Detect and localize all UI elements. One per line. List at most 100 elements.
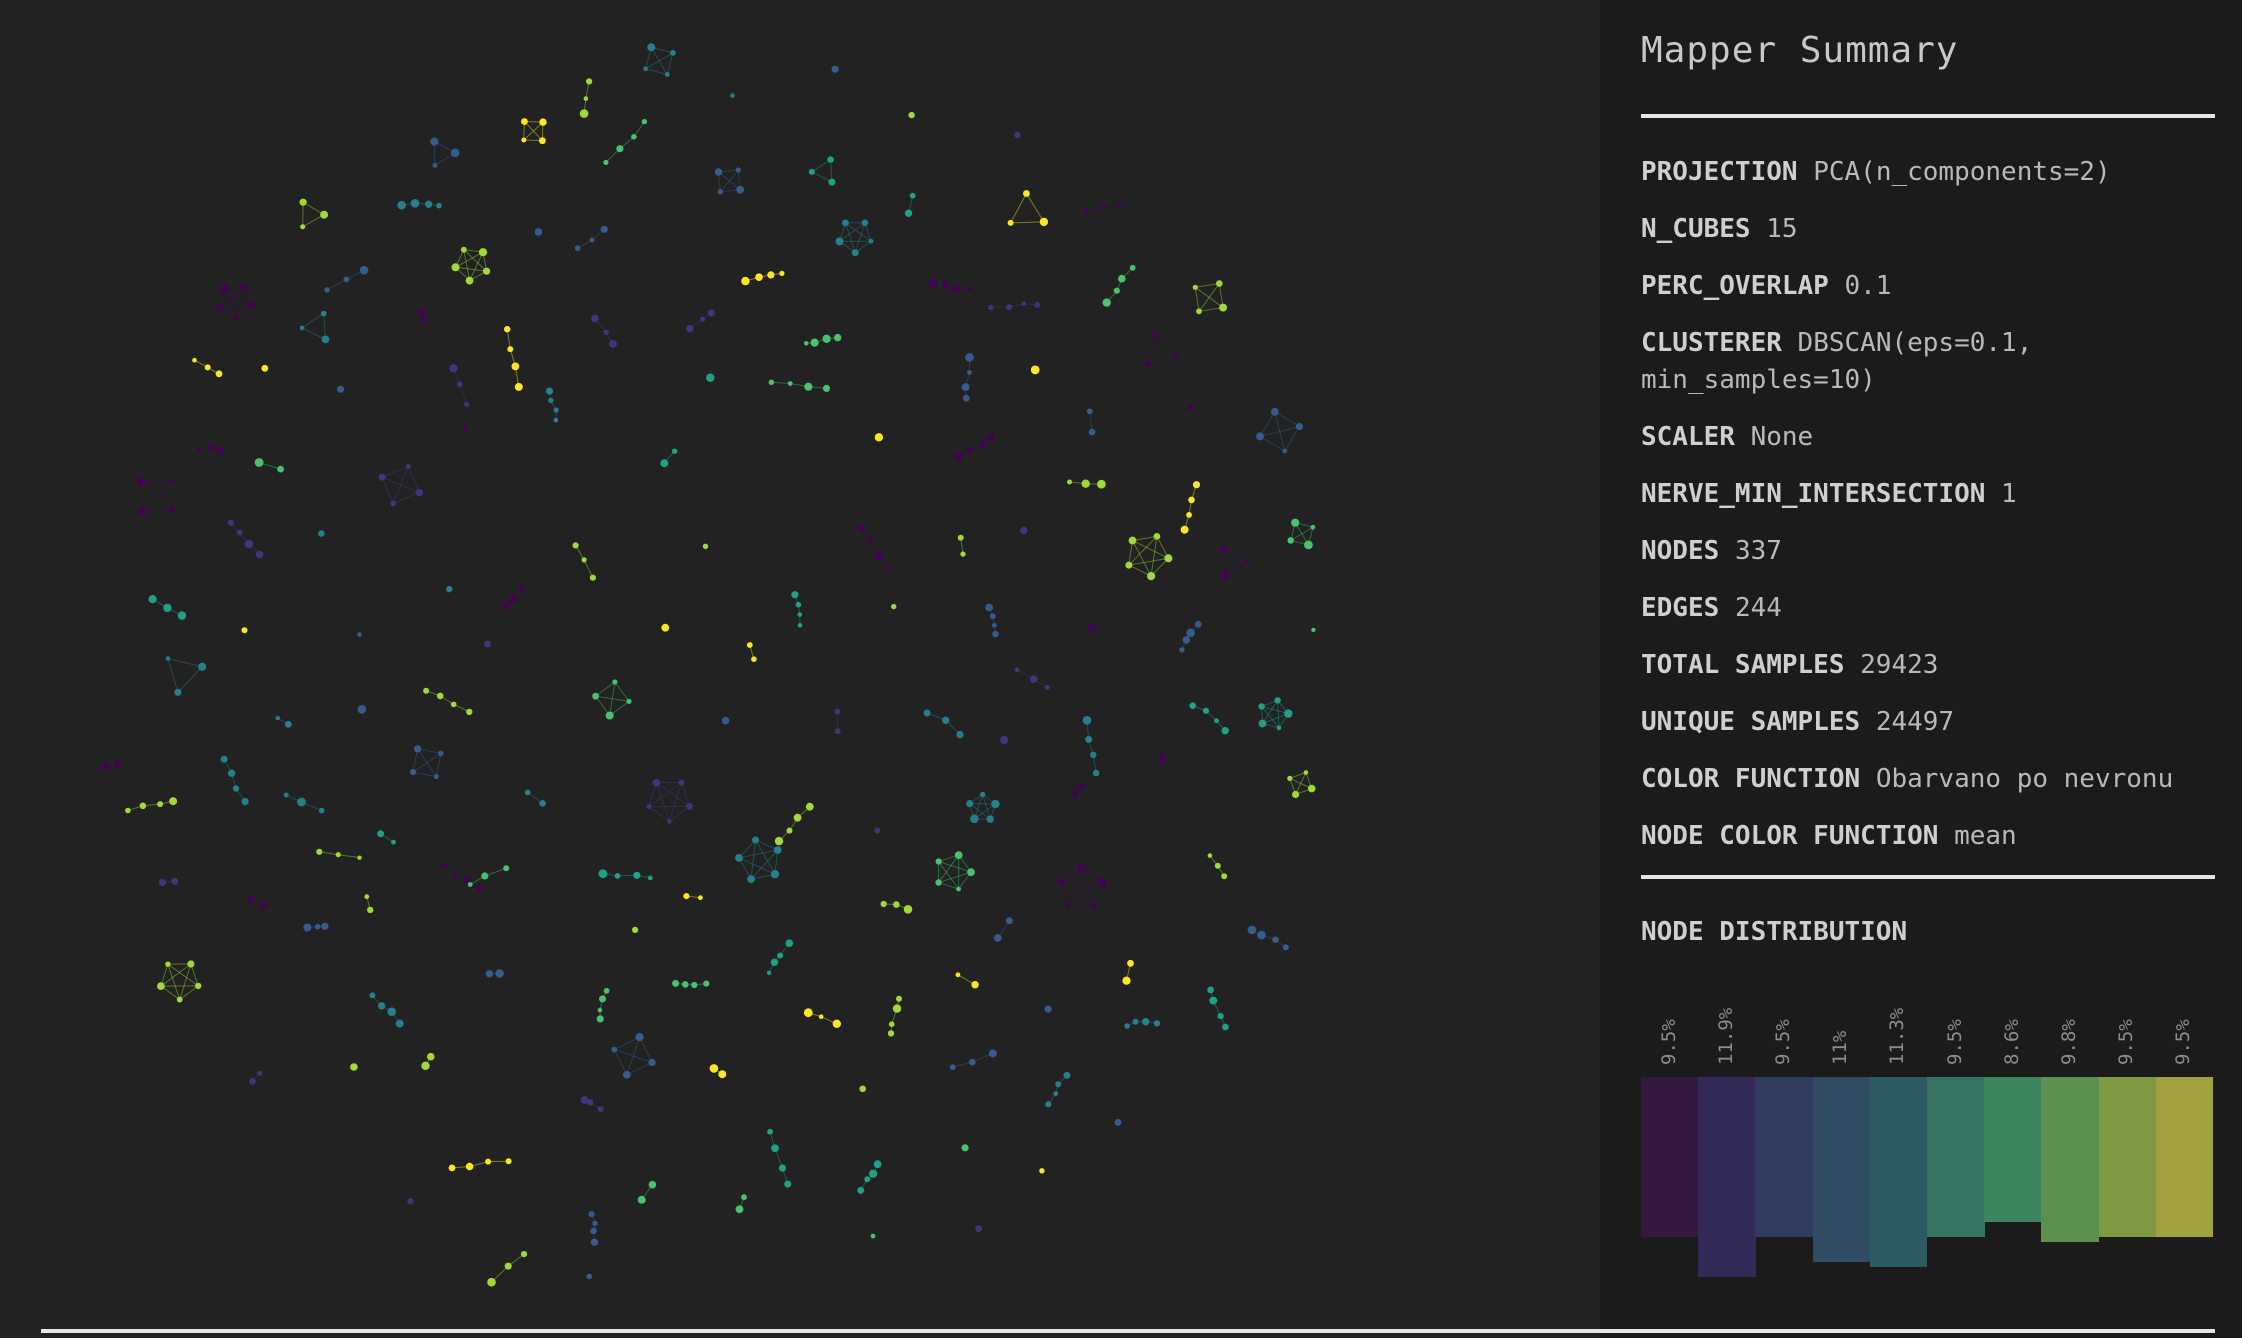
graph-node[interactable] — [502, 602, 510, 610]
graph-node[interactable] — [942, 282, 950, 290]
graph-node[interactable] — [244, 539, 254, 549]
graph-node[interactable] — [1030, 365, 1040, 375]
graph-node[interactable] — [1220, 546, 1228, 553]
graph-node[interactable] — [436, 692, 444, 700]
graph-node[interactable] — [703, 980, 710, 987]
graph-node[interactable] — [1092, 769, 1100, 777]
graph-node[interactable] — [406, 464, 411, 469]
graph-node[interactable] — [1000, 735, 1009, 745]
graph-node[interactable] — [545, 387, 554, 395]
graph-node[interactable] — [700, 316, 706, 322]
graph-node[interactable] — [664, 72, 670, 77]
graph-node[interactable] — [714, 168, 723, 176]
graph-node[interactable] — [777, 952, 784, 959]
graph-node[interactable] — [1044, 1005, 1052, 1013]
graph-node[interactable] — [1258, 703, 1265, 710]
graph-node[interactable] — [1098, 878, 1107, 887]
graph-node[interactable] — [246, 896, 255, 904]
graph-node[interactable] — [637, 1195, 646, 1204]
graph-node[interactable] — [1310, 524, 1316, 530]
graph-node[interactable] — [460, 246, 467, 253]
graph-node[interactable] — [1192, 284, 1198, 290]
graph-node[interactable] — [768, 379, 775, 386]
graph-node[interactable] — [808, 168, 815, 175]
graph-node[interactable] — [314, 923, 321, 930]
graph-node[interactable] — [866, 537, 873, 543]
graph-node[interactable] — [791, 591, 799, 599]
graph-node[interactable] — [1272, 936, 1279, 943]
graph-node[interactable] — [797, 623, 803, 628]
graph-node[interactable] — [828, 178, 836, 186]
graph-node[interactable] — [539, 137, 546, 145]
graph-node[interactable] — [446, 585, 453, 593]
graph-node[interactable] — [1081, 479, 1090, 488]
graph-node[interactable] — [962, 394, 970, 402]
graph-node[interactable] — [622, 1070, 631, 1079]
graph-node[interactable] — [241, 798, 249, 806]
graph-node[interactable] — [255, 550, 264, 559]
graph-node[interactable] — [364, 894, 370, 900]
graph-node[interactable] — [603, 329, 609, 336]
graph-node[interactable] — [227, 769, 236, 777]
graph-node[interactable] — [1287, 537, 1294, 544]
graph-node[interactable] — [741, 276, 750, 286]
graph-node[interactable] — [511, 362, 520, 371]
graph-node[interactable] — [300, 224, 306, 230]
graph-node[interactable] — [970, 814, 979, 824]
graph-node[interactable] — [987, 434, 995, 442]
graph-node[interactable] — [736, 185, 745, 194]
graph-node[interactable] — [1186, 512, 1192, 518]
graph-node[interactable] — [204, 364, 211, 371]
graph-node[interactable] — [1023, 190, 1030, 197]
graph-node[interactable] — [1192, 481, 1201, 489]
graph-node[interactable] — [495, 969, 504, 978]
graph-node[interactable] — [1221, 571, 1230, 580]
graph-node[interactable] — [101, 763, 109, 771]
graph-node[interactable] — [1214, 718, 1219, 724]
graph-node[interactable] — [503, 865, 510, 872]
graph-node[interactable] — [643, 66, 648, 72]
graph-node[interactable] — [702, 543, 709, 549]
graph-node[interactable] — [1117, 202, 1122, 208]
graph-node[interactable] — [1147, 572, 1156, 581]
graph-node[interactable] — [176, 996, 183, 1003]
graph-node[interactable] — [357, 705, 367, 714]
graph-node[interactable] — [942, 716, 950, 724]
graph-node[interactable] — [1216, 280, 1223, 287]
graph-node[interactable] — [417, 308, 426, 316]
graph-node[interactable] — [387, 1007, 397, 1016]
graph-node[interactable] — [518, 586, 525, 593]
graph-node[interactable] — [1124, 1023, 1130, 1029]
graph-node[interactable] — [316, 848, 323, 855]
graph-node[interactable] — [1014, 131, 1021, 139]
graph-node[interactable] — [1083, 209, 1089, 215]
graph-node[interactable] — [425, 200, 433, 208]
graph-node[interactable] — [770, 870, 780, 879]
graph-node[interactable] — [466, 708, 473, 716]
graph-node[interactable] — [810, 338, 819, 347]
graph-node[interactable] — [534, 228, 543, 236]
graph-node[interactable] — [1187, 404, 1195, 411]
graph-node[interactable] — [586, 1099, 594, 1106]
graph-node[interactable] — [248, 301, 256, 310]
graph-node[interactable] — [648, 1058, 656, 1066]
graph-node[interactable] — [449, 364, 458, 373]
graph-node[interactable] — [1207, 853, 1213, 858]
graph-node[interactable] — [1044, 685, 1050, 690]
graph-node[interactable] — [377, 1002, 386, 1010]
graph-node[interactable] — [834, 708, 841, 715]
graph-node[interactable] — [774, 836, 784, 846]
graph-node[interactable] — [421, 1061, 430, 1071]
graph-node[interactable] — [357, 632, 362, 637]
graph-node[interactable] — [1214, 862, 1221, 869]
graph-node[interactable] — [448, 1164, 456, 1172]
graph-node[interactable] — [457, 381, 463, 388]
graph-node[interactable] — [485, 970, 494, 978]
graph-node[interactable] — [357, 855, 362, 860]
graph-node[interactable] — [324, 287, 330, 293]
graph-node[interactable] — [967, 370, 972, 375]
graph-node[interactable] — [277, 465, 284, 473]
mapper-graph[interactable] — [0, 0, 1600, 1338]
graph-node[interactable] — [1090, 751, 1097, 758]
graph-node[interactable] — [718, 1070, 727, 1079]
